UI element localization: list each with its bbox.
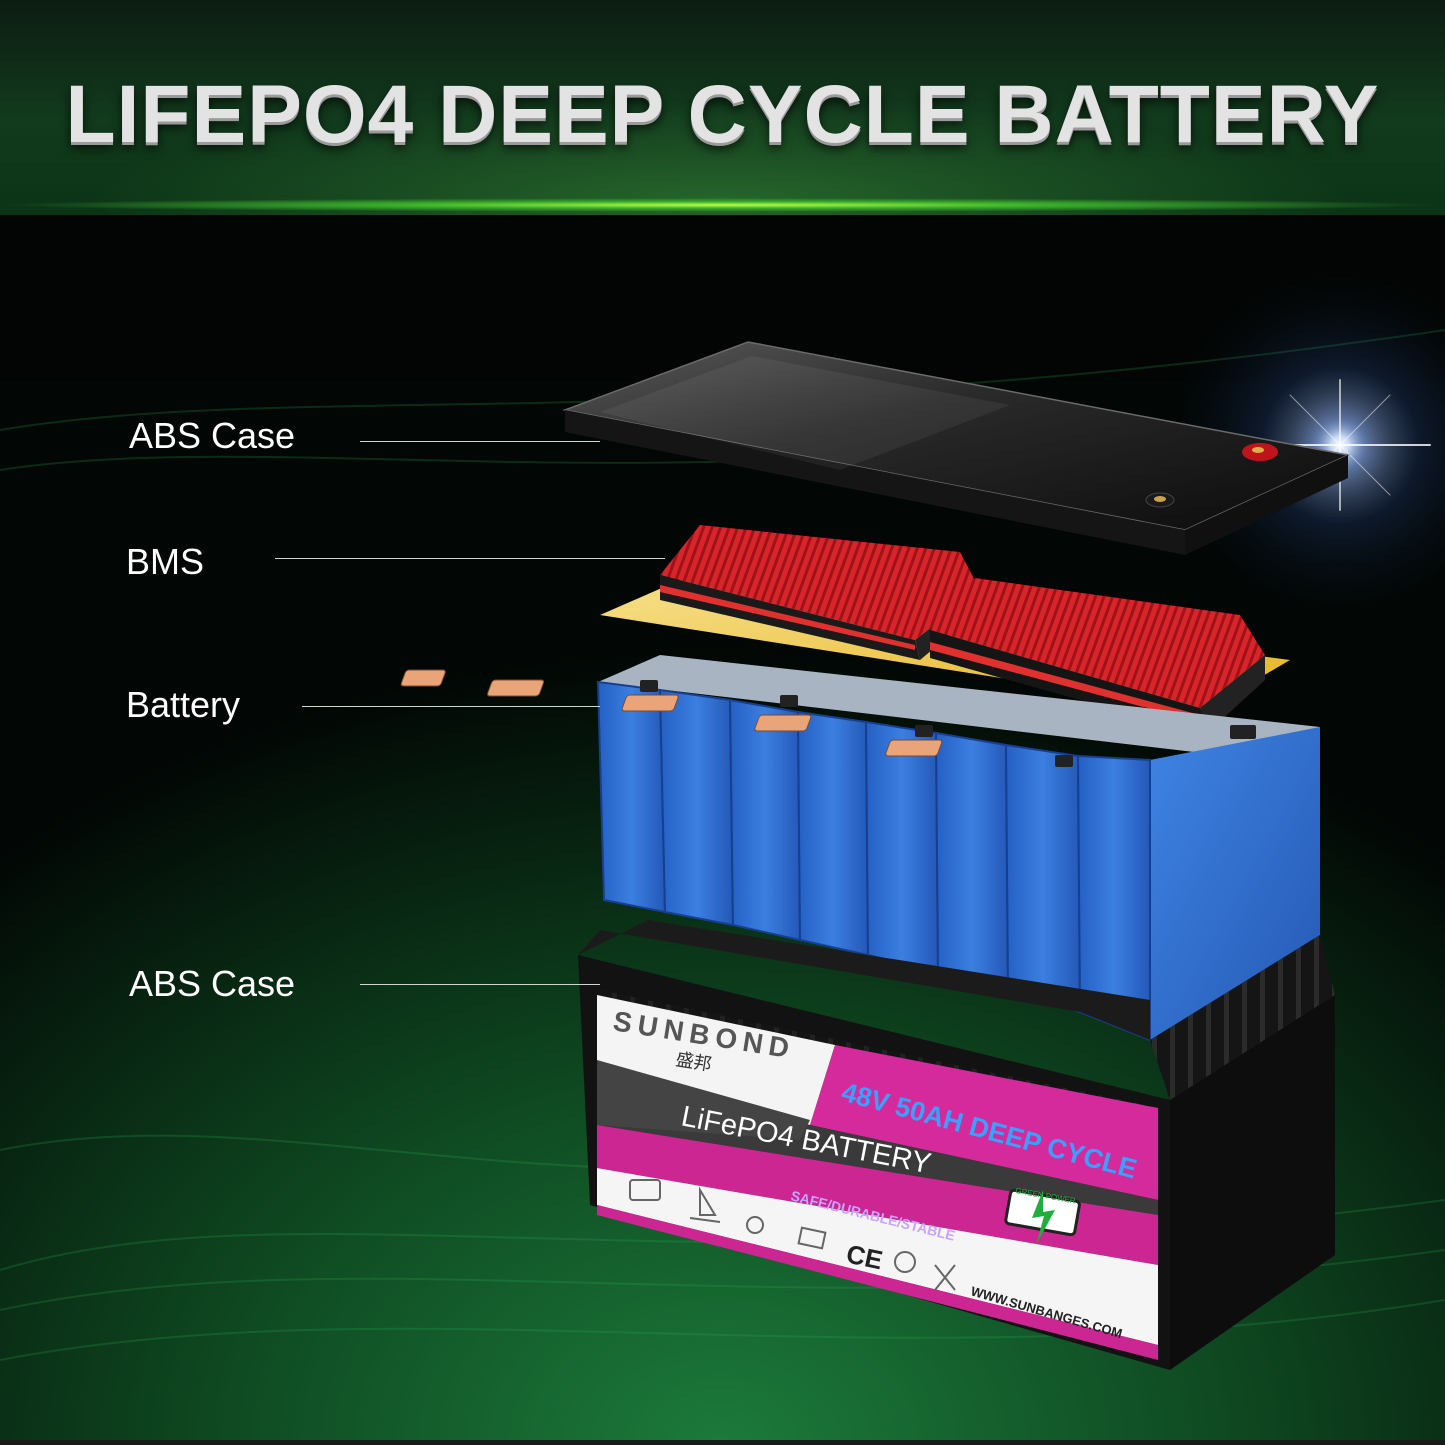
leader-battery: [302, 706, 600, 707]
case-label: SUNBOND 盛邦 48V 50AH DEEP CYCLE LiFePO4 B…: [597, 995, 1158, 1360]
leader-bms: [275, 558, 665, 559]
glow-divider: [0, 198, 1445, 212]
recycle-icon: [894, 1251, 916, 1273]
ce-mark: CE: [844, 1239, 886, 1276]
sailboat-icon: [689, 1186, 721, 1223]
label-abs-case-top: ABS Case: [129, 415, 296, 456]
label-bms: BMS: [126, 541, 205, 582]
top-lid: [562, 341, 1351, 555]
golf-cart-icon: [746, 1216, 764, 1234]
label-abs-case-bottom: ABS Case: [129, 963, 296, 1004]
solar-panel-icon: [797, 1226, 827, 1250]
label-battery: Battery: [126, 684, 241, 725]
leader-abs-case-bottom: [360, 984, 600, 985]
page-title: LIFEPO4 DEEP CYCLE BATTERY: [65, 69, 1380, 160]
weee-bin-icon: [934, 1264, 956, 1291]
cell-pack: [400, 655, 1320, 1042]
title-band: [0, 0, 1445, 215]
rv-icon: [629, 1179, 661, 1201]
leader-abs-case-top: [360, 441, 600, 442]
